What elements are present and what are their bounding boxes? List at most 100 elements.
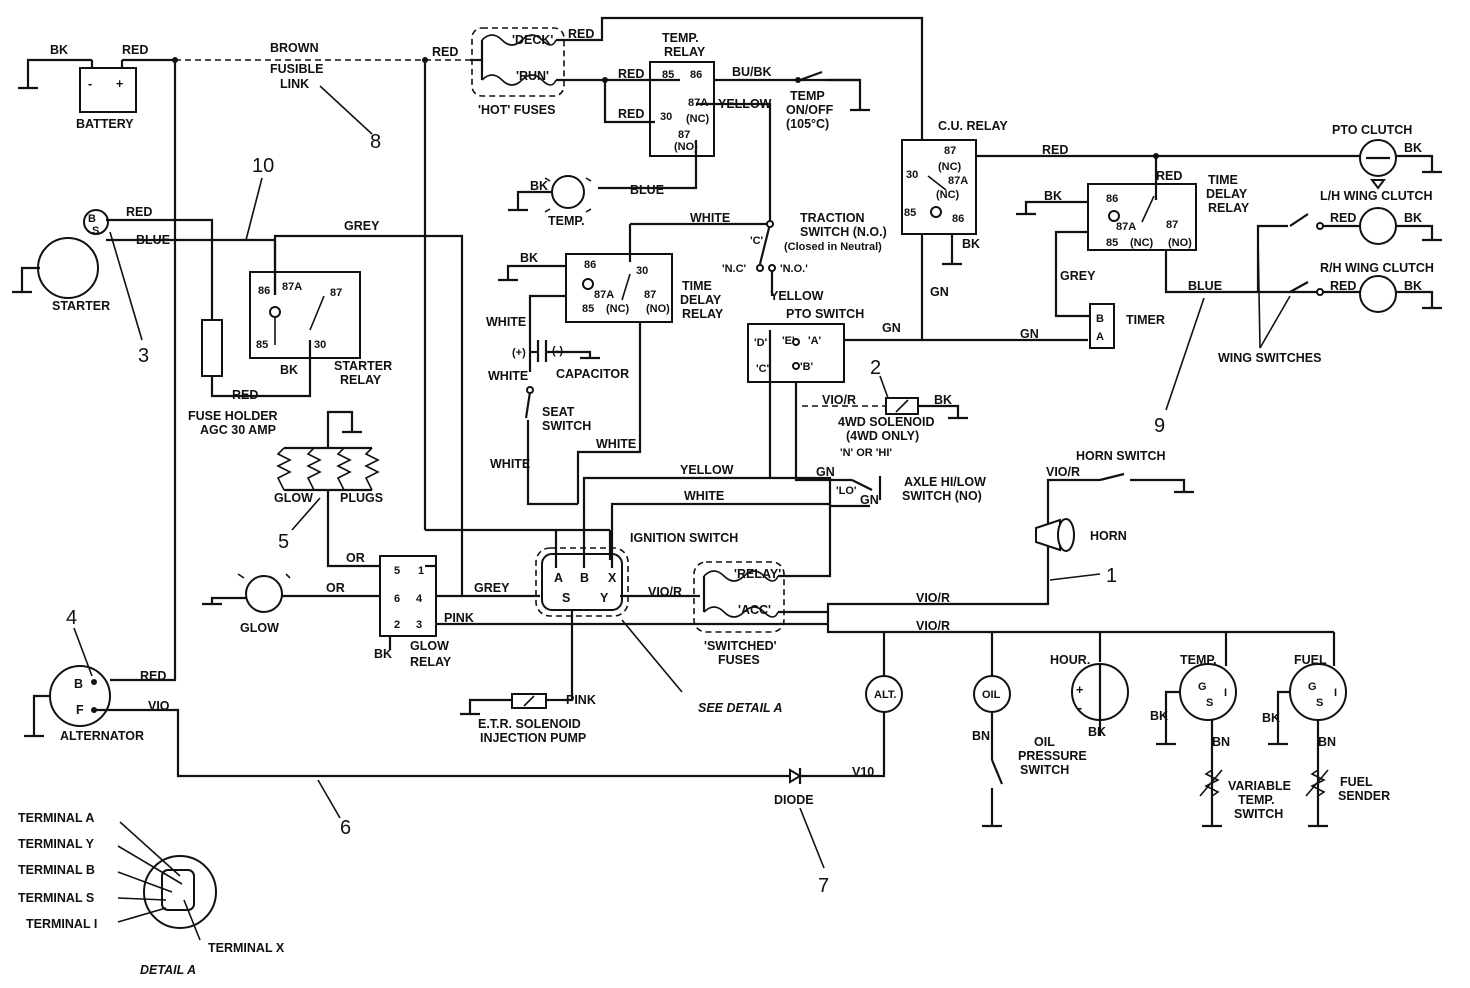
svg-text:GLOW: GLOW <box>240 621 279 635</box>
temp-relay-label-1: TEMP. <box>662 31 699 45</box>
callout-6: 6 <box>340 817 351 839</box>
svg-text:ALTERNATOR: ALTERNATOR <box>60 729 144 743</box>
svg-text:WING SWITCHES: WING SWITCHES <box>1218 351 1321 365</box>
svg-text:87: 87 <box>678 129 690 141</box>
battery-ground: BK <box>18 43 92 90</box>
svg-text:B: B <box>580 571 589 585</box>
svg-text:85: 85 <box>256 339 268 351</box>
horn: HORN SWITCH VIO/R HORN <box>1035 449 1194 552</box>
svg-text:(NC): (NC) <box>938 161 962 173</box>
svg-text:2: 2 <box>394 619 400 631</box>
wire-label-red: RED <box>432 45 458 59</box>
wing-switches: WING SWITCHES <box>1218 213 1360 365</box>
svg-text:SWITCH: SWITCH <box>1234 807 1283 821</box>
svg-text:SWITCH: SWITCH <box>1020 763 1069 777</box>
svg-text:DELAY: DELAY <box>1206 187 1248 201</box>
battery-plus-label: + <box>116 77 123 91</box>
axle-switch: 'N' OR 'HI' GN 'LO' GN AXLE HI/LOW SWITC… <box>816 447 986 507</box>
svg-text:85: 85 <box>904 207 916 219</box>
svg-text:'E': 'E' <box>782 335 795 347</box>
temp-relay: TEMP. RELAY 85 86 87A (NC) 30 87 (NO) <box>649 31 715 157</box>
svg-text:FUSES: FUSES <box>718 653 760 667</box>
pto-clutch: BK PTO CLUTCH <box>1332 123 1442 190</box>
fusible-link-label-2: FUSIBLE <box>270 62 323 76</box>
callout-4: 4 <box>66 607 77 629</box>
svg-text:VIO/R: VIO/R <box>1046 465 1080 479</box>
svg-text:OIL: OIL <box>1034 735 1055 749</box>
svg-text:TEMP.: TEMP. <box>548 214 585 228</box>
wire-label-red: RED <box>122 43 148 57</box>
svg-text:TERMINAL S: TERMINAL S <box>18 891 94 905</box>
svg-text:OR: OR <box>346 551 365 565</box>
svg-text:PLUGS: PLUGS <box>340 491 383 505</box>
callout-1: 1 <box>1106 565 1117 587</box>
svg-text:V10: V10 <box>852 765 874 779</box>
svg-text:HORN SWITCH: HORN SWITCH <box>1076 449 1166 463</box>
svg-text:87A: 87A <box>1116 221 1136 233</box>
svg-text:WHITE: WHITE <box>488 369 528 383</box>
svg-text:87A: 87A <box>948 175 968 187</box>
svg-text:VIO/R: VIO/R <box>916 619 950 633</box>
svg-text:TEMP: TEMP <box>790 89 825 103</box>
svg-text:RED: RED <box>232 388 258 402</box>
svg-text:'SWITCHED': 'SWITCHED' <box>704 639 777 653</box>
svg-text:GN: GN <box>1020 327 1039 341</box>
svg-text:F: F <box>76 703 84 717</box>
svg-text:VIO/R: VIO/R <box>822 393 856 407</box>
traction-switch: 'C' 'N.C' 'N.O.' TRACTION SWITCH (N.O.) … <box>722 211 887 275</box>
svg-text:TRACTION: TRACTION <box>800 211 865 225</box>
svg-text:TERMINAL Y: TERMINAL Y <box>18 837 95 851</box>
callouts: 1 2 3 4 5 6 7 8 9 10 <box>66 85 1205 897</box>
svg-text:B: B <box>74 677 83 691</box>
svg-text:1: 1 <box>418 565 424 577</box>
svg-text:DELAY: DELAY <box>680 293 722 307</box>
wire-label-bu-bk: BU/BK <box>732 65 772 79</box>
svg-text:(-): (-) <box>552 345 563 357</box>
fuse-holder <box>201 319 223 377</box>
svg-text:(NC): (NC) <box>686 113 710 125</box>
alt-lamp: ALT. <box>865 675 903 713</box>
svg-text:SENDER: SENDER <box>1338 789 1390 803</box>
svg-text:VIO/R: VIO/R <box>916 591 950 605</box>
svg-text:S: S <box>1206 697 1213 709</box>
svg-text:BN: BN <box>1318 735 1336 749</box>
capacitor: (+) (-) CAPACITOR <box>512 340 629 381</box>
svg-text:BN: BN <box>1212 735 1230 749</box>
wire-label-red: RED <box>568 27 594 41</box>
glow-relay: 5 1 6 4 2 3 BK GLOW RELAY <box>374 555 452 669</box>
svg-text:AXLE HI/LOW: AXLE HI/LOW <box>904 475 986 489</box>
svg-text:WHITE: WHITE <box>486 315 526 329</box>
svg-text:BLUE: BLUE <box>1188 279 1222 293</box>
svg-text:BK: BK <box>530 179 548 193</box>
temp-lamp: BK TEMP. <box>508 175 592 228</box>
svg-text:BK: BK <box>1404 211 1422 225</box>
svg-text:86: 86 <box>690 69 702 81</box>
svg-text:4WD SOLENOID: 4WD SOLENOID <box>838 415 935 429</box>
svg-text:(NO): (NO) <box>674 141 698 153</box>
run-fuse-label: 'RUN' <box>516 69 549 83</box>
svg-text:PRESSURE: PRESSURE <box>1018 749 1087 763</box>
svg-text:85: 85 <box>582 303 594 315</box>
svg-text:RED: RED <box>1330 211 1356 225</box>
svg-text:30: 30 <box>636 265 648 277</box>
svg-text:(NO): (NO) <box>646 303 670 315</box>
svg-text:BK: BK <box>962 237 980 251</box>
hot-fuses-label: 'HOT' FUSES <box>478 103 555 117</box>
svg-text:S: S <box>92 225 99 237</box>
svg-text:DETAIL A: DETAIL A <box>140 963 196 977</box>
fuel-gauge: FUEL G S I BK BN FUEL SENDER <box>1262 653 1390 828</box>
svg-text:HORN: HORN <box>1090 529 1127 543</box>
svg-text:FUSE HOLDER: FUSE HOLDER <box>188 409 278 423</box>
etr-solenoid: PINK E.T.R. SOLENOID INJECTION PUMP <box>460 693 596 745</box>
oil-lamp: OIL BN OIL PRESSURE SWITCH <box>972 675 1087 828</box>
svg-text:5: 5 <box>394 565 400 577</box>
callout-10: 10 <box>252 155 274 177</box>
svg-text:S: S <box>562 591 570 605</box>
alternator: B F ALTERNATOR RED VIO <box>24 665 170 743</box>
svg-text:86: 86 <box>952 213 964 225</box>
svg-text:WHITE: WHITE <box>690 211 730 225</box>
starter: B S STARTER <box>12 209 110 313</box>
svg-text:RELAY: RELAY <box>682 307 724 321</box>
svg-text:30: 30 <box>314 339 326 351</box>
